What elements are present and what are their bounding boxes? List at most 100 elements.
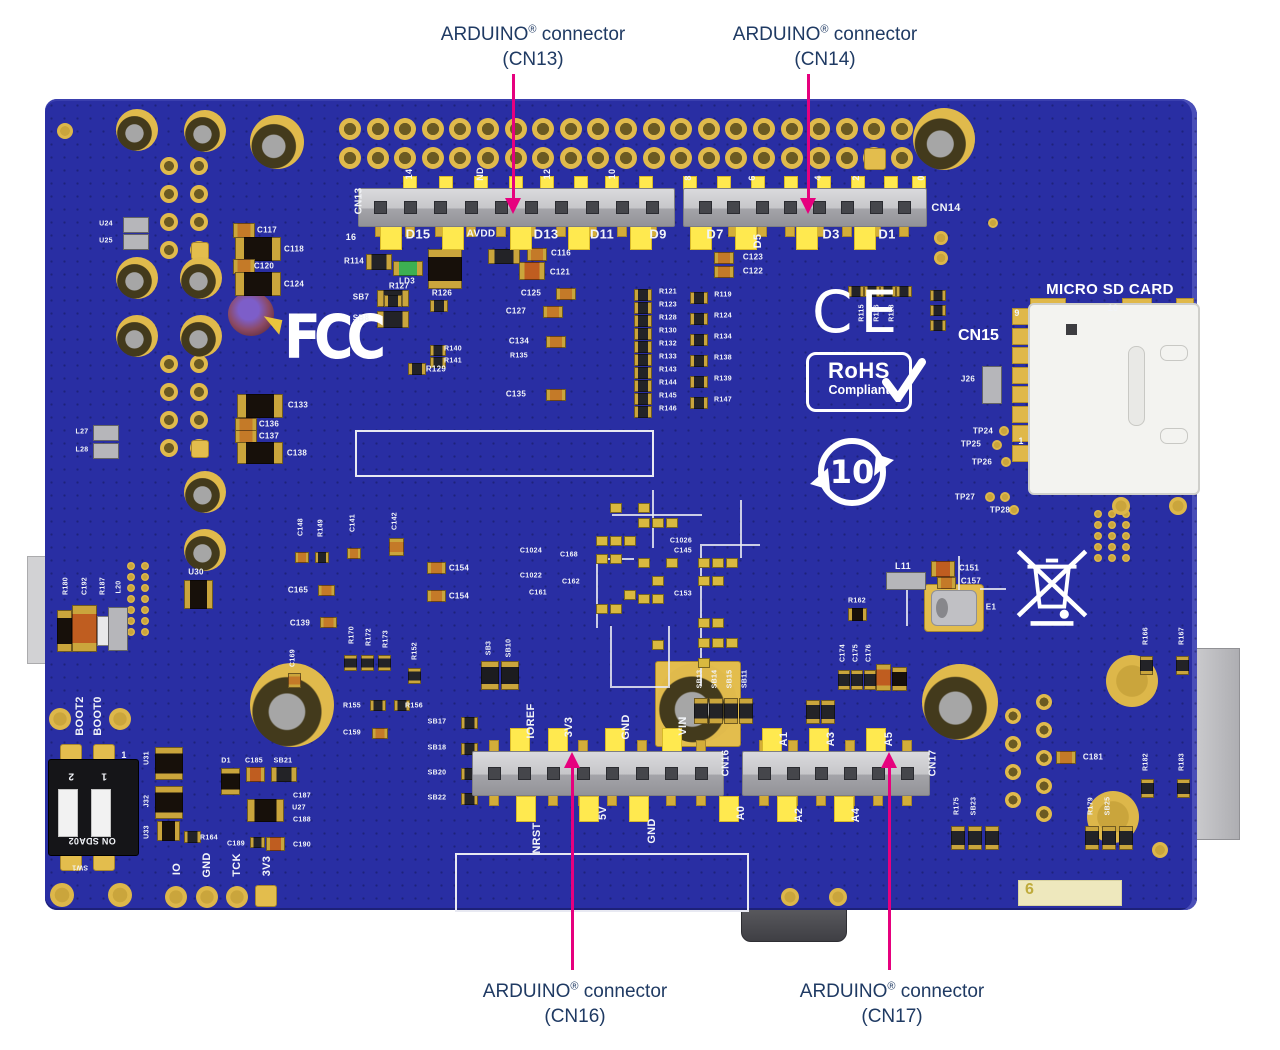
pin-header-cn16 bbox=[472, 751, 724, 796]
cn15-label: CN15 bbox=[958, 327, 999, 344]
smd-component bbox=[712, 618, 724, 628]
arrowhead-cn17 bbox=[881, 752, 897, 768]
smd-component bbox=[638, 518, 650, 528]
smd-component bbox=[698, 638, 710, 648]
silkscreen-label: R156 bbox=[405, 702, 423, 710]
through-hole bbox=[160, 383, 178, 401]
micro-sd-card-label: MICRO SD CARD bbox=[1046, 281, 1174, 298]
smd-component bbox=[184, 580, 213, 609]
silkscreen-label: TP24 bbox=[972, 426, 994, 436]
smd-component bbox=[288, 673, 301, 688]
smd-component bbox=[408, 363, 426, 375]
through-hole bbox=[642, 118, 665, 140]
smd-component bbox=[123, 234, 149, 250]
through-hole bbox=[1036, 778, 1052, 794]
trace bbox=[612, 514, 702, 516]
silkscreen-label: C135 bbox=[505, 389, 527, 399]
sticker-text: 6 bbox=[1025, 881, 1034, 898]
mounting-hole bbox=[184, 471, 226, 513]
pad-circle bbox=[999, 426, 1009, 436]
silkscreen-label: C122 bbox=[742, 266, 764, 276]
callout-cn14-line1: ARDUINO® connector bbox=[732, 24, 918, 46]
through-hole bbox=[366, 118, 389, 140]
silkscreen-label: R115 bbox=[858, 304, 866, 322]
header-pin bbox=[695, 766, 708, 780]
sd-detect-pad bbox=[1066, 324, 1077, 335]
silkscreen-label: SB23 bbox=[970, 796, 978, 816]
mounting-hole bbox=[250, 115, 304, 169]
silkscreen-label: R172 bbox=[365, 628, 373, 646]
through-hole bbox=[725, 147, 748, 169]
pad-circle bbox=[1108, 510, 1116, 518]
smd-component bbox=[481, 661, 499, 690]
sd-card-slot bbox=[1128, 346, 1145, 426]
silkscreen-label: 12 bbox=[542, 168, 552, 180]
cn15-pad bbox=[1012, 386, 1029, 403]
smd-component bbox=[596, 536, 608, 546]
silkscreen-label: C124 bbox=[283, 279, 305, 289]
smd-component bbox=[378, 655, 391, 671]
smd-component bbox=[985, 826, 999, 850]
through-hole bbox=[835, 118, 858, 140]
cn15-pad bbox=[1012, 444, 1029, 462]
silkscreen-label: R144 bbox=[659, 379, 677, 387]
smd-component bbox=[851, 670, 863, 690]
through-hole bbox=[160, 241, 178, 259]
silkscreen-label: VIN bbox=[677, 716, 689, 736]
cn15-pad bbox=[1012, 366, 1029, 384]
silkscreen-label: SB20 bbox=[427, 769, 447, 777]
connector-pad bbox=[516, 796, 536, 822]
through-hole bbox=[532, 118, 555, 140]
smd-component bbox=[930, 305, 946, 316]
header-pin bbox=[606, 766, 620, 780]
smd-component bbox=[108, 607, 128, 651]
through-hole bbox=[697, 118, 720, 140]
serial-sticker: 6 bbox=[1018, 880, 1122, 906]
pad-circle bbox=[141, 584, 149, 592]
china-rohs-years: 10 bbox=[830, 453, 875, 491]
smd-component bbox=[1177, 779, 1190, 798]
pad-circle bbox=[141, 562, 149, 570]
smd-component bbox=[698, 618, 710, 628]
silkscreen-label: C1022 bbox=[519, 572, 543, 580]
silkscreen-label: R134 bbox=[714, 333, 732, 341]
square-pad bbox=[864, 148, 886, 170]
through-hole bbox=[477, 147, 499, 169]
smd-component bbox=[610, 604, 622, 614]
smd-component bbox=[634, 302, 652, 314]
smd-component bbox=[427, 562, 446, 574]
through-hole bbox=[190, 355, 208, 373]
through-hole bbox=[160, 355, 178, 373]
trace bbox=[958, 556, 960, 600]
through-hole bbox=[190, 213, 208, 231]
silkscreen-label: SB17 bbox=[427, 718, 447, 726]
connector-pad bbox=[579, 796, 599, 822]
smd-component bbox=[634, 380, 652, 392]
smd-component bbox=[652, 594, 664, 604]
silkscreen-label: 10 bbox=[1107, 303, 1119, 313]
pad-circle bbox=[127, 617, 135, 625]
smd-component bbox=[370, 700, 386, 711]
smd-component bbox=[1176, 656, 1189, 675]
silkscreen-label: C151 bbox=[958, 563, 980, 573]
silkscreen-label: SW1 bbox=[71, 863, 89, 871]
smd-component bbox=[377, 311, 409, 328]
header-pin bbox=[727, 200, 741, 214]
silkscreen-label: U25 bbox=[99, 237, 113, 245]
callout-cn17-line1: ARDUINO® connector bbox=[799, 981, 985, 1003]
silkscreen-label: R123 bbox=[659, 301, 677, 309]
pad-circle bbox=[141, 595, 149, 603]
silkscreen-label: R135 bbox=[510, 352, 528, 360]
silkscreen-label: CN16 bbox=[720, 749, 732, 777]
header-pin bbox=[517, 766, 531, 780]
silkscreen-label: U24 bbox=[99, 220, 113, 228]
silkscreen-label: 1 bbox=[1018, 436, 1024, 446]
trace bbox=[740, 500, 742, 558]
rohs-checkmark-icon bbox=[882, 358, 926, 402]
cn15-pad bbox=[1012, 347, 1029, 364]
silkscreen-label: R187 bbox=[99, 577, 107, 595]
header-pin bbox=[898, 200, 911, 214]
silkscreen-label: 3V3 bbox=[563, 716, 575, 738]
pad-circle bbox=[196, 886, 218, 908]
pad-circle bbox=[1094, 532, 1102, 540]
